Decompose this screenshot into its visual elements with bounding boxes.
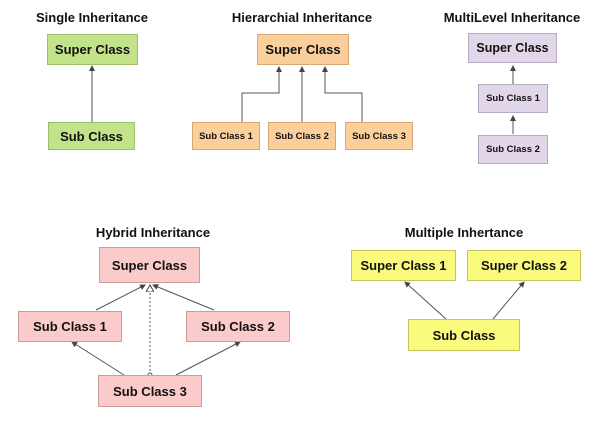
hybrid-inheritance-title: Hybrid Inheritance: [95, 225, 211, 240]
arrow-hybrid-2: [152, 284, 215, 311]
multilevel-sub-class-2: Sub Class 2: [478, 135, 548, 164]
arrow-multiple-2: [492, 281, 525, 320]
single-sub-class: Sub Class: [48, 122, 135, 150]
hier-sub-class-2: Sub Class 2: [268, 122, 336, 150]
hier-sub-class-1: Sub Class 1: [192, 122, 260, 150]
arrow-multiple-1: [404, 281, 447, 320]
multiple-super-class-2: Super Class 2: [467, 250, 581, 281]
hybrid-sub-class-2: Sub Class 2: [186, 311, 290, 342]
multiple-inheritance-title: Multiple Inhertance: [404, 225, 524, 240]
arrow-hybrid-1: [95, 284, 146, 311]
multilevel-super-class: Super Class: [468, 33, 557, 63]
hier-sub-class-3: Sub Class 3: [345, 122, 413, 150]
hier-super-class: Super Class: [257, 34, 349, 65]
hybrid-sub-class-1: Sub Class 1: [18, 311, 122, 342]
multiple-super-class-1: Super Class 1: [351, 250, 456, 281]
multilevel-sub-class-1: Sub Class 1: [478, 84, 548, 113]
arrow-hier-3: [322, 66, 363, 122]
hybrid-super-class: Super Class: [99, 247, 200, 283]
arrow-hier-1: [241, 66, 282, 122]
single-inheritance-title: Single Inheritance: [36, 10, 148, 25]
arrow-hybrid-4: [175, 341, 241, 376]
single-super-class: Super Class: [47, 34, 138, 65]
hierarchical-inheritance-title: Hierarchial Inheritance: [231, 10, 373, 25]
multiple-sub-class: Sub Class: [408, 319, 520, 351]
hybrid-sub-class-3: Sub Class 3: [98, 375, 202, 407]
arrow-hybrid-3: [71, 341, 125, 376]
multilevel-inheritance-title: MultiLevel Inheritance: [443, 10, 581, 25]
